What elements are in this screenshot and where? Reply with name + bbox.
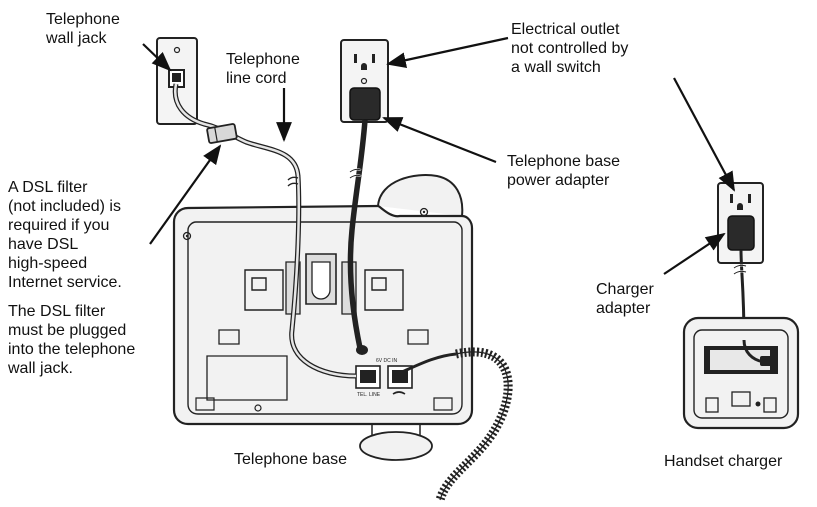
telephone-line-cord: [172, 83, 357, 379]
dsl-filter-required-note: A DSL filter (not included) is required …: [8, 179, 122, 291]
telephone-base-label: Telephone base: [234, 451, 347, 468]
handset-charger-label: Handset charger: [664, 453, 783, 470]
dc-in-port-label: 6V DC IN: [376, 358, 398, 364]
power-adapter-arrow: [382, 116, 497, 164]
charger-adapter-arrow: [663, 232, 726, 275]
wall-jack-arrow: [142, 43, 172, 72]
telephone-wall-jack-label: Telephone wall jack: [46, 11, 120, 47]
dsl-filter: [206, 123, 238, 144]
handset-coiled-cord: [401, 347, 513, 502]
dsl-filter-arrow: [149, 144, 222, 245]
outlet-arrow: [386, 36, 509, 68]
handset-charger-cradle: [682, 316, 800, 430]
charger-adapter-label: Charger adapter: [596, 281, 654, 317]
charger-outlet-arrow: [673, 77, 735, 192]
telephone-base: TEL. LINE 6V DC IN: [172, 174, 474, 461]
telephone-base-power-adapter: [347, 87, 381, 355]
tel-line-port-label: TEL. LINE: [357, 392, 381, 398]
telephone-wall-jack: [156, 37, 198, 125]
power-adapter-label: Telephone base power adapter: [507, 153, 620, 189]
telephone-line-cord-label: Telephone line cord: [226, 51, 300, 87]
electrical-outlet-label: Electrical outlet not controlled by a wa…: [511, 21, 629, 76]
dsl-filter-plug-note: The DSL filter must be plugged into the …: [8, 303, 136, 377]
callout-arrows: [142, 36, 735, 275]
